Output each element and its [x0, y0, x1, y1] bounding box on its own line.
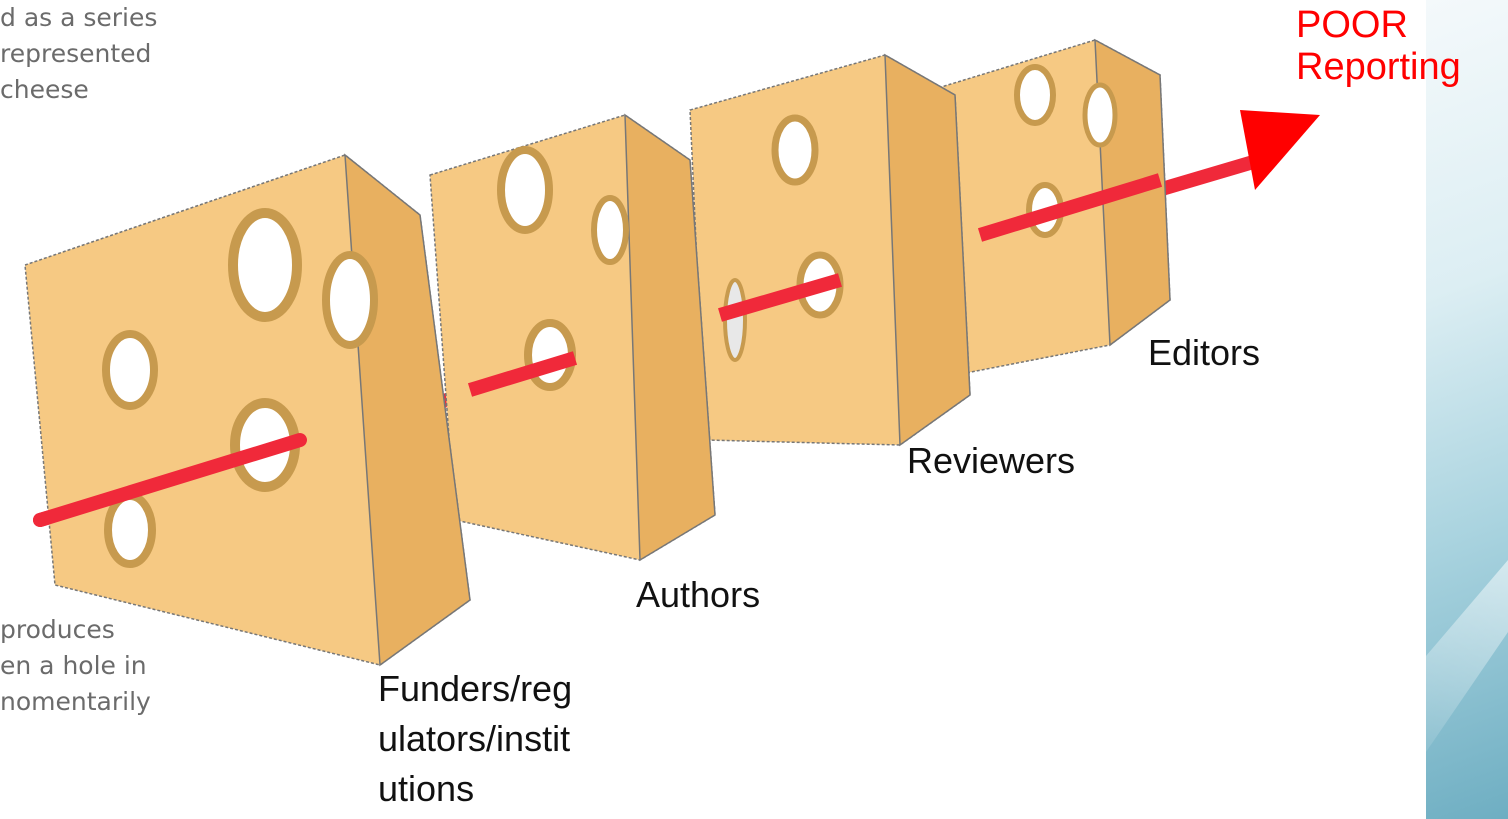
cheese-slice-funders	[25, 155, 470, 665]
label-authors: Authors	[636, 574, 760, 616]
label-editors: Editors	[1148, 332, 1260, 374]
label-funders: Funders/reg ulators/instit utions	[378, 664, 572, 814]
label-poor-reporting: POOR Reporting	[1296, 4, 1461, 88]
cheese-slice-reviewers	[690, 55, 970, 445]
label-reviewers: Reviewers	[907, 440, 1075, 482]
arrowhead	[1240, 110, 1320, 190]
cheese-slice-authors	[430, 115, 715, 560]
